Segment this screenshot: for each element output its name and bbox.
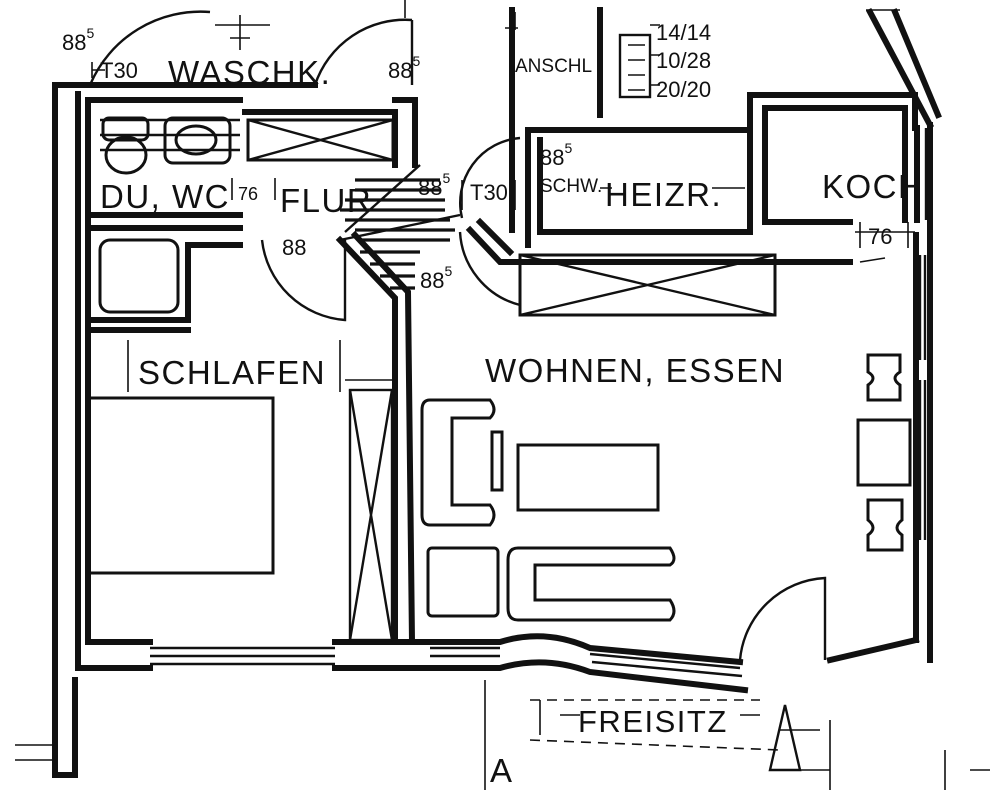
fire-door-label: T30 [100,58,138,83]
door-dim: 76 [868,224,892,249]
dimension-ticks [15,0,990,790]
flur-hatch [100,118,461,290]
door-dim: 885 [418,170,450,200]
windows [150,128,928,678]
room-label-freisitz: FREISITZ [578,704,728,739]
room-label-heizr: HEIZR. [605,176,722,213]
walls [52,7,942,778]
room-label-flur: FLUR [280,182,372,219]
door-dim: 76 [238,184,258,204]
fire-door-label: T30 [470,180,508,205]
furniture [86,116,912,642]
door-dim: 885 [420,263,452,293]
door-dim: 885 [62,25,94,55]
room-label-anschl: ANSCHL [515,56,592,77]
shaft-dim: 14/14 [656,20,711,45]
room-label-schw: SCHW. [540,176,602,197]
entrance-mark: A [490,752,514,789]
room-labels: WASCHK. DU, WC FLUR SCHLAFEN WOHNEN, ESS… [100,54,934,789]
door-dim: 885 [388,53,420,83]
room-label-du-wc: DU, WC [100,178,230,215]
shaft-dimensions: 14/14 10/28 20/20 [656,20,711,102]
door-dimensions: 885 885 885 885 885 88 76 76 T30 T30 [62,25,892,293]
door-swings [88,10,827,661]
door-dim: 88 [282,235,306,260]
door-dim: 885 [540,140,572,170]
room-label-schlafen: SCHLAFEN [138,354,326,391]
room-label-wohnen-essen: WOHNEN, ESSEN [485,352,785,389]
room-label-waschk: WASCHK. [168,54,331,91]
shaft-dim: 10/28 [656,48,711,73]
room-label-koch: KOCH. [822,168,934,205]
shaft-dim: 20/20 [656,77,711,102]
